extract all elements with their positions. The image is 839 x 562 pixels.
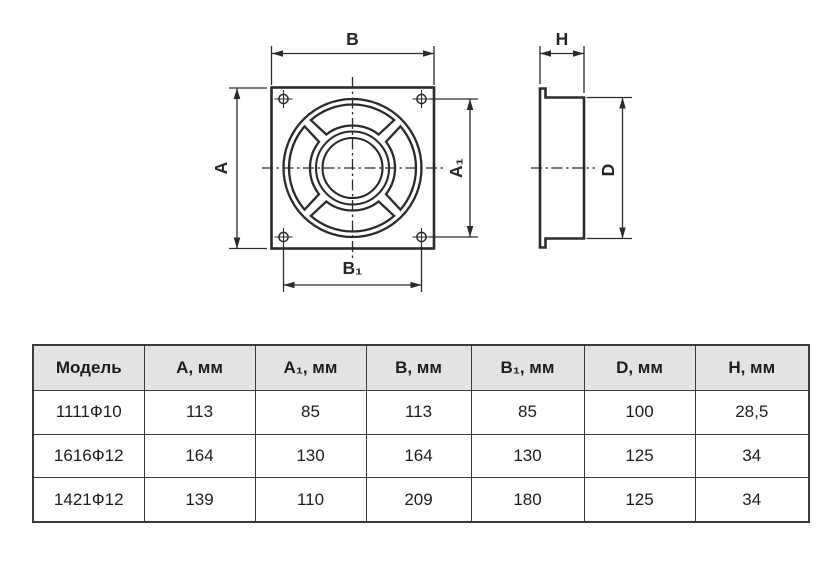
table-row: 1616Ф12 164 130 164 130 125 34 [32, 433, 810, 479]
table-row: 1111Ф10 113 85 113 85 100 28,5 [32, 390, 810, 435]
dimension-B [270, 46, 435, 85]
header-H: Н, мм [694, 344, 810, 391]
dimension-H [539, 46, 585, 93]
header-A1: А₁, мм [254, 344, 367, 391]
mounting-holes [274, 90, 431, 246]
fan-dimension-drawing: B A A₁ [211, 29, 632, 292]
table-cell: 164 [143, 433, 256, 479]
side-view: H D [531, 29, 632, 249]
grille-windows [287, 103, 418, 233]
grille-hub-circle [321, 136, 384, 200]
mounting-hole [274, 90, 293, 108]
dim-label-A: A [211, 161, 231, 174]
dim-label-D: D [598, 164, 618, 177]
table-cell: 110 [254, 477, 367, 523]
dimension-D [586, 96, 632, 240]
model-cell: 1111Ф10 [32, 390, 145, 435]
table-cell: 130 [470, 433, 585, 479]
table-header-row: Модель А, мм А₁, мм В, мм В₁, мм D, мм Н… [32, 344, 810, 391]
table-cell: 85 [254, 390, 367, 435]
model-cell: 1421Ф12 [32, 477, 145, 523]
dim-label-B1: B₁ [343, 258, 363, 278]
table-cell: 130 [254, 433, 367, 479]
table-cell: 113 [365, 390, 472, 435]
table-cell: 209 [365, 477, 472, 523]
table-cell: 100 [583, 390, 696, 435]
table-cell: 125 [583, 477, 696, 523]
table-cell: 125 [583, 433, 696, 479]
mounting-hole [412, 228, 431, 246]
dimension-A [229, 87, 267, 250]
header-model: Модель [32, 344, 145, 391]
table-cell: 180 [470, 477, 585, 523]
dim-label-H: H [556, 29, 569, 49]
table-cell: 28,5 [694, 390, 810, 435]
table-cell: 34 [694, 477, 810, 523]
mounting-hole [274, 228, 293, 246]
table-cell: 34 [694, 433, 810, 479]
dimensions-table: Модель А, мм А₁, мм В, мм В₁, мм D, мм Н… [32, 344, 810, 523]
dim-label-B: B [346, 29, 359, 49]
header-B: В, мм [365, 344, 472, 391]
table-cell: 85 [470, 390, 585, 435]
mounting-hole [412, 90, 431, 108]
header-B1: В₁, мм [470, 344, 585, 391]
dimension-A1 [430, 98, 478, 238]
dimension-B1 [282, 246, 423, 292]
table-row: 1421Ф12 139 110 209 180 125 34 [32, 477, 810, 523]
table-cell: 164 [365, 433, 472, 479]
dim-label-A1: A₁ [446, 158, 466, 178]
model-cell: 1616Ф12 [32, 433, 145, 479]
front-centerlines [262, 77, 443, 258]
table-cell: 139 [143, 477, 256, 523]
front-view: B A A₁ [211, 29, 478, 292]
header-A: А, мм [143, 344, 256, 391]
table-cell: 113 [143, 390, 256, 435]
header-D: D, мм [583, 344, 696, 391]
